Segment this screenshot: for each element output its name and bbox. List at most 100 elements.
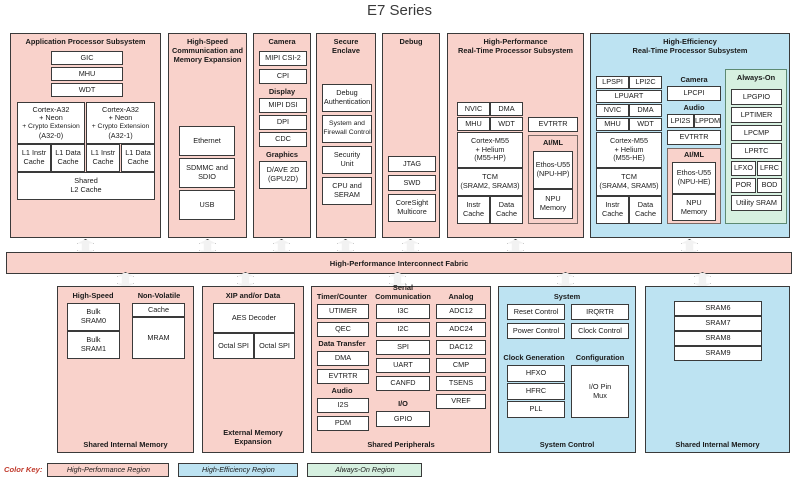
block-lpgpio[interactable]: LPGPIO (731, 89, 782, 105)
block-ethos-u55-npu-hp[interactable]: Ethos-U55 (NPU-HP) (533, 151, 573, 189)
block-sram8[interactable]: SRAM8 (674, 331, 762, 346)
block-swd[interactable]: SWD (388, 175, 436, 191)
block-dpi[interactable]: DPI (259, 115, 307, 130)
block-nvic[interactable]: NVIC (596, 104, 629, 117)
block-lpi2c[interactable]: LPI2C (629, 76, 662, 89)
block-mhu[interactable]: MHU (596, 118, 629, 131)
block-dma[interactable]: DMA (490, 102, 523, 116)
block-reset-control[interactable]: Reset Control (507, 304, 565, 320)
block-pll[interactable]: PLL (507, 401, 565, 418)
block-spi[interactable]: SPI (376, 340, 430, 355)
block-ethernet[interactable]: Ethernet (179, 126, 235, 156)
block-utility-sram[interactable]: Utility SRAM (731, 195, 782, 211)
block-l1-data-cache-0[interactable]: L1 Data Cache (51, 144, 85, 172)
block-lpi2s[interactable]: LPI2S (667, 114, 694, 128)
block-qec[interactable]: QEC (317, 322, 369, 337)
block-debug-authentication[interactable]: Debug Authentication (322, 84, 372, 112)
block-npu-memory[interactable]: NPU Memory (672, 194, 716, 221)
block-dac12[interactable]: DAC12 (436, 340, 486, 355)
block-tcm[interactable]: TCM (SRAM4, SRAM5) (596, 168, 662, 196)
block-l1-instr-cache-1[interactable]: L1 Instr Cache (86, 144, 120, 172)
block-mipi-dsi[interactable]: MIPI DSI (259, 98, 307, 113)
block-bulk-sram0[interactable]: Bulk SRAM0 (67, 303, 120, 331)
block-octal-spi-0[interactable]: Octal SPI (213, 333, 254, 359)
block-hfxo[interactable]: HFXO (507, 365, 565, 382)
block-lppdm[interactable]: LPPDM (694, 114, 721, 128)
block-nvic[interactable]: NVIC (457, 102, 490, 116)
block-cortex-m55-hp[interactable]: Cortex-M55 + Helium (M55-HP) (457, 132, 523, 168)
block-utimer[interactable]: UTIMER (317, 304, 369, 319)
block-l1-instr-cache-0[interactable]: L1 Instr Cache (17, 144, 51, 172)
block-dave-2d-gpu2d[interactable]: D/AVE 2D (GPU2D) (259, 161, 307, 189)
block-vref[interactable]: VREF (436, 394, 486, 409)
block-sdmmc-sdio[interactable]: SDMMC and SDIO (179, 158, 235, 188)
block-instr-cache[interactable]: Instr Cache (596, 196, 629, 224)
block-wdt[interactable]: WDT (629, 118, 662, 131)
block-mipi-csi-2[interactable]: MIPI CSI-2 (259, 51, 307, 66)
block-cortex-a32-0[interactable]: Cortex-A32 + Neon + Crypto Extension (A3… (17, 102, 85, 144)
block-io-pin-mux[interactable]: I/O Pin Mux (571, 365, 629, 418)
block-l1-data-cache-1[interactable]: L1 Data Cache (121, 144, 155, 172)
block-evtrtr[interactable]: EVTRTR (317, 369, 369, 384)
block-shared-l2-cache[interactable]: Shared L2 Cache (17, 172, 155, 200)
block-adc12[interactable]: ADC12 (436, 304, 486, 319)
block-data-cache[interactable]: Data Cache (490, 196, 523, 224)
block-jtag[interactable]: JTAG (388, 156, 436, 172)
block-pdm[interactable]: PDM (317, 416, 369, 431)
block-cdc[interactable]: CDC (259, 132, 307, 147)
block-hfrc[interactable]: HFRC (507, 383, 565, 400)
block-i2s[interactable]: I2S (317, 398, 369, 413)
block-wdt[interactable]: WDT (490, 117, 523, 131)
block-mhu[interactable]: MHU (457, 117, 490, 131)
block-ethos-u55-npu-he[interactable]: Ethos-U55 (NPU-HE) (672, 162, 716, 194)
block-cmp[interactable]: CMP (436, 358, 486, 373)
block-cortex-m55-he[interactable]: Cortex-M55 + Helium (M55-HE) (596, 132, 662, 168)
block-lprtc[interactable]: LPRTC (731, 143, 782, 159)
block-adc24[interactable]: ADC24 (436, 322, 486, 337)
block-lptimer[interactable]: LPTIMER (731, 107, 782, 123)
block-bulk-sram1[interactable]: Bulk SRAM1 (67, 331, 120, 359)
block-i3c[interactable]: I3C (376, 304, 430, 319)
block-sram7[interactable]: SRAM7 (674, 316, 762, 331)
block-sram9[interactable]: SRAM9 (674, 346, 762, 361)
block-sram6[interactable]: SRAM6 (674, 301, 762, 316)
block-data-cache[interactable]: Data Cache (629, 196, 662, 224)
block-gic[interactable]: GIC (51, 51, 123, 65)
block-mram[interactable]: MRAM (132, 317, 185, 359)
block-system-firewall-control[interactable]: System and Firewall Control (322, 115, 372, 143)
block-security-unit[interactable]: Security Unit (322, 146, 372, 174)
block-mhu[interactable]: MHU (51, 67, 123, 81)
block-instr-cache[interactable]: Instr Cache (457, 196, 490, 224)
block-uart[interactable]: UART (376, 358, 430, 373)
block-cortex-a32-1[interactable]: Cortex-A32 + Neon + Crypto Extension (A3… (86, 102, 155, 144)
block-lpcpi[interactable]: LPCPI (667, 86, 721, 101)
block-cache[interactable]: Cache (132, 303, 185, 317)
block-coresight-multicore[interactable]: CoreSight Multicore (388, 194, 436, 222)
block-clock-control[interactable]: Clock Control (571, 323, 629, 339)
block-usb[interactable]: USB (179, 190, 235, 220)
block-evtrtr[interactable]: EVTRTR (667, 130, 721, 145)
block-lfxo[interactable]: LFXO (731, 161, 756, 176)
block-cpi[interactable]: CPI (259, 69, 307, 84)
block-irqrtr[interactable]: IRQRTR (571, 304, 629, 320)
block-power-control[interactable]: Power Control (507, 323, 565, 339)
block-aes-decoder[interactable]: AES Decoder (213, 303, 295, 333)
block-lpuart[interactable]: LPUART (596, 90, 662, 103)
block-gpio[interactable]: GPIO (376, 411, 430, 427)
block-por[interactable]: POR (731, 178, 756, 193)
block-dma[interactable]: DMA (317, 351, 369, 366)
block-lpcmp[interactable]: LPCMP (731, 125, 782, 141)
block-lfrc[interactable]: LFRC (757, 161, 782, 176)
block-bod[interactable]: BOD (757, 178, 782, 193)
block-wdt[interactable]: WDT (51, 83, 123, 97)
block-npu-memory[interactable]: NPU Memory (533, 189, 573, 219)
block-canfd[interactable]: CANFD (376, 376, 430, 391)
block-cpu-and-seram[interactable]: CPU and SERAM (322, 177, 372, 205)
block-evtrtr[interactable]: EVTRTR (528, 117, 578, 132)
block-tsens[interactable]: TSENS (436, 376, 486, 391)
block-tcm[interactable]: TCM (SRAM2, SRAM3) (457, 168, 523, 196)
block-octal-spi-1[interactable]: Octal SPI (254, 333, 295, 359)
block-lpspi[interactable]: LPSPI (596, 76, 629, 89)
block-i2c[interactable]: I2C (376, 322, 430, 337)
block-dma[interactable]: DMA (629, 104, 662, 117)
